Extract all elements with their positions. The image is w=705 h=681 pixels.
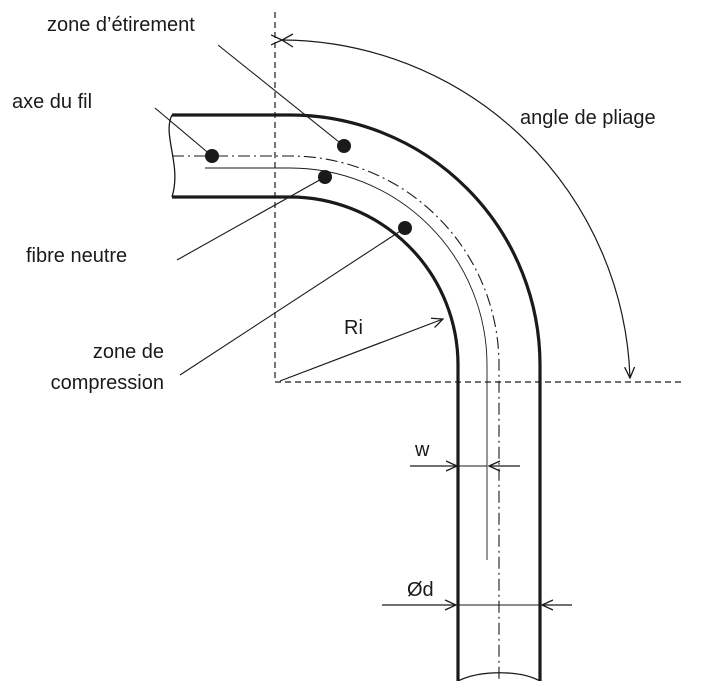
label-diameter: Ød [407,579,434,601]
wire-break-bottom [457,672,541,681]
point-zone-compression [398,221,412,235]
label-fibre-neutre: fibre neutre [26,245,127,267]
label-axe-fil: axe du fil [12,91,92,113]
leader-zone-compression [179,227,406,376]
leader-fibre-neutre [176,176,326,261]
point-zone-etirement [337,139,351,153]
label-w: w [414,439,430,461]
neutral-fibre-line [205,167,488,560]
point-axe-fil [205,149,219,163]
label-zone-etirement: zone d’étirement [47,14,195,36]
label-angle-pliage: angle de pliage [520,107,656,129]
wire-break-left [168,114,176,198]
radius-line-ri [279,319,443,382]
label-zone-compression-line2: compression [51,372,164,394]
angle-arc-start-arrow [280,33,294,48]
wire-outer-edge [172,113,542,681]
leader-zone-etirement [217,44,345,147]
leader-axe-fil [154,107,213,157]
label-zone-compression-line1: zone de [93,341,164,363]
label-ri: Ri [344,317,363,339]
angle-arc [282,40,630,378]
point-fibre-neutre [318,170,332,184]
